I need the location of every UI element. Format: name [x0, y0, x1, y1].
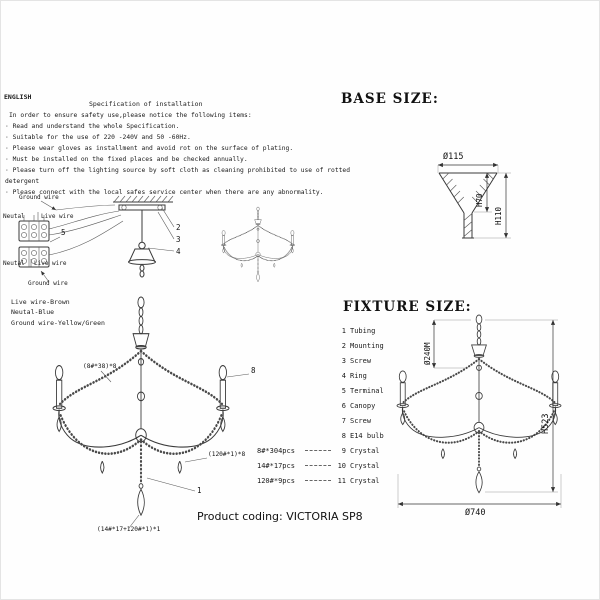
- part-row: 14#*17pcs 10 Crystal: [257, 458, 467, 473]
- part-leader: [305, 465, 331, 466]
- callout-5: 5: [61, 228, 66, 237]
- part-name: E14 bulb: [350, 431, 384, 440]
- dim-label-240: Ø240M: [423, 342, 432, 365]
- legend-ground: Ground wire-Yellow/Green: [11, 318, 105, 327]
- part-row: 6 Canopy: [257, 398, 467, 413]
- part-name: Screw: [350, 356, 372, 365]
- callout-2: 2: [176, 223, 181, 232]
- part-number: 10: [337, 461, 346, 470]
- spec-title: Specification of installation: [89, 100, 203, 108]
- part-row: 8 E14 bulb: [257, 428, 467, 443]
- part-number: 1: [341, 326, 346, 335]
- base-size-drawing: Ø115 H70 H110: [437, 151, 511, 239]
- part-number: 2: [341, 341, 346, 350]
- neutral-bottom-label: Neutal: [3, 260, 25, 267]
- live-bottom-label: Live wire: [34, 260, 67, 267]
- dim-label-h110: H110: [494, 206, 503, 225]
- part-row: 3 Screw: [257, 353, 467, 368]
- ground-wire-bottom-label: Ground wire: [28, 280, 68, 287]
- part-name: Terminal: [350, 386, 384, 395]
- instruction-item: · Suitable for the use of 220 -240V and …: [5, 134, 191, 141]
- wire-color-legend: Live wire-Brown Neutal-Blue Ground wire-…: [11, 297, 105, 328]
- fixture-dimension-lines: Ø240M H523 Ø740: [397, 319, 562, 518]
- dim-label-h70: H70: [475, 193, 484, 207]
- part-name: Crystal: [350, 461, 380, 470]
- fixture-size-title: FIXTURE SIZE:: [343, 299, 472, 315]
- part-row: 2 Mounting: [257, 338, 467, 353]
- part-number: 6: [341, 401, 346, 410]
- ground-wire-top-label: Ground wire: [19, 194, 59, 201]
- instruction-item: · Must be installed on the fixed places …: [5, 156, 248, 163]
- drop-label: (120#*1)*8: [208, 451, 246, 458]
- part-number: 9: [341, 446, 346, 455]
- part-leader: [305, 450, 331, 451]
- part-number: 5: [341, 386, 346, 395]
- instruction-intro: In order to ensure safety use,please not…: [9, 112, 252, 119]
- language-label: ENGLISH: [4, 93, 32, 101]
- arm-beads-label: (8#*38)*8: [83, 363, 117, 370]
- ceiling-mount-diagram: 2 3 4: [113, 195, 181, 278]
- instruction-list: In order to ensure safety use,please not…: [5, 110, 350, 198]
- mounting-screw: [121, 205, 127, 211]
- part-leader: [305, 480, 331, 481]
- part-row: 7 Screw: [257, 413, 467, 428]
- part-row: 1 Tubing: [257, 323, 467, 338]
- callout-3: 3: [176, 235, 181, 244]
- instruction-item: · Please turn off the lighting source by…: [5, 167, 350, 185]
- part-row: 120#*9pcs 11 Crystal: [257, 473, 467, 488]
- dim-label-diameter-115: Ø115: [443, 151, 463, 162]
- part-name: Crystal: [350, 446, 380, 455]
- main-drawing-callouts: (8#*38)*8 8 (120#*1)*8 1 (14#*17+120#*1)…: [83, 363, 256, 533]
- part-number: 8: [341, 431, 346, 440]
- part-name: Canopy: [350, 401, 376, 410]
- product-coding: Product coding: VICTORIA SP8: [197, 510, 363, 523]
- part-qty: 14#*17pcs: [257, 461, 295, 470]
- base-size-title: BASE SIZE:: [341, 91, 439, 107]
- part-name: Screw: [350, 416, 372, 425]
- instruction-item: · Please wear gloves as installment and …: [5, 145, 294, 152]
- part-row: 4 Ring: [257, 368, 467, 383]
- legend-live: Live wire-Brown: [11, 298, 70, 306]
- center-drop-label: (14#*17+120#*1)*1: [97, 526, 161, 533]
- part-row: 8#*304pcs 9 Crystal: [257, 443, 467, 458]
- part-number: 11: [337, 476, 346, 485]
- part-number: 7: [341, 416, 346, 425]
- instruction-item: · Read and understand the whole Specific…: [5, 123, 180, 130]
- part-qty: 120#*9pcs: [257, 476, 295, 485]
- instruction-item: · Please connect with the local safes se…: [5, 189, 324, 196]
- part-row: 5 Terminal: [257, 383, 467, 398]
- mounting-screw: [157, 205, 163, 211]
- callout-1: 1: [197, 486, 202, 495]
- part-number: 3: [341, 356, 346, 365]
- neutral-top-label: Neutal: [3, 213, 25, 220]
- part-name: Mounting: [350, 341, 384, 350]
- part-name: Crystal: [350, 476, 380, 485]
- dim-label-740: Ø740: [465, 507, 485, 518]
- part-name: Tubing: [350, 326, 376, 335]
- part-name: Ring: [350, 371, 367, 380]
- main-chandelier-drawing: [51, 295, 231, 517]
- chandelier-thumbnail: [220, 206, 296, 283]
- callout-4: 4: [176, 247, 181, 256]
- dim-label-h523: H523: [541, 414, 551, 434]
- callout-8: 8: [251, 366, 256, 375]
- live-top-label: Live wire: [41, 213, 74, 220]
- legend-neutral: Neutal-Blue: [11, 308, 55, 317]
- ring: [138, 241, 146, 250]
- part-qty: 8#*304pcs: [257, 446, 295, 455]
- part-number: 4: [341, 371, 346, 380]
- wiring-terminal-diagram: 5: [18, 200, 124, 283]
- canopy-cup: [128, 248, 156, 263]
